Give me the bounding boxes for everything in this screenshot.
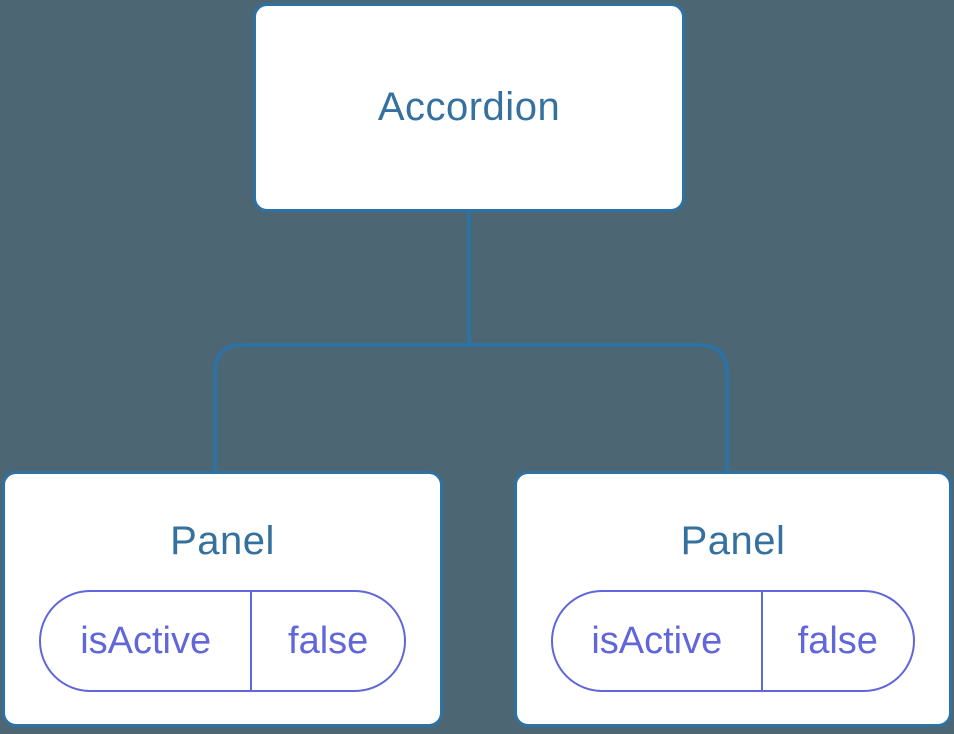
- prop-value: false: [797, 619, 878, 662]
- prop-value: false: [288, 619, 369, 662]
- connector-bracket: [213, 343, 729, 474]
- prop-pill: isActive false: [39, 590, 406, 692]
- child-node-label: Panel: [170, 519, 275, 563]
- root-node-label: Accordion: [377, 85, 561, 129]
- child-node-panel-2: Panel isActive false: [514, 471, 952, 727]
- prop-pill: isActive false: [551, 590, 915, 692]
- prop-name: isActive: [553, 592, 763, 690]
- root-node-accordion: Accordion: [253, 3, 685, 212]
- child-node-label: Panel: [680, 519, 786, 563]
- prop-name: isActive: [41, 592, 253, 690]
- child-node-panel-1: Panel isActive false: [2, 471, 443, 727]
